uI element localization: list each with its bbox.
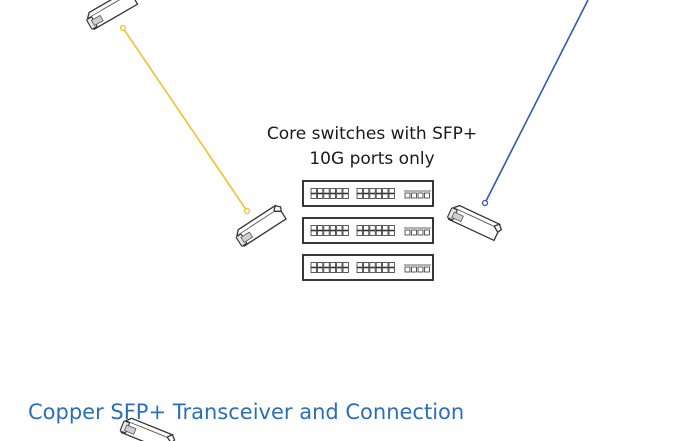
yellow-cable-endpoint-bottom — [243, 207, 251, 215]
yellow-fiber-cable — [122, 27, 248, 212]
section-heading: Copper SFP+ Transceiver and Connection — [28, 400, 465, 424]
blue-fiber-cable — [484, 0, 589, 204]
sfp-transceiver-left — [232, 202, 289, 248]
blue-cable-endpoint — [481, 199, 489, 207]
core-switch-3 — [303, 255, 433, 280]
switch-caption: Core switches with SFP+ 10G ports only — [210, 122, 534, 172]
core-switch-1 — [303, 181, 433, 206]
switch-caption-line-2: 10G ports only — [309, 149, 435, 169]
switch-caption-line-1: Core switches with SFP+ — [266, 124, 478, 144]
sfp-transceiver-top-left — [83, 0, 140, 31]
sfp-transceiver-right — [446, 202, 504, 242]
core-switch-2 — [303, 218, 433, 243]
yellow-cable-endpoint-top — [119, 24, 127, 32]
